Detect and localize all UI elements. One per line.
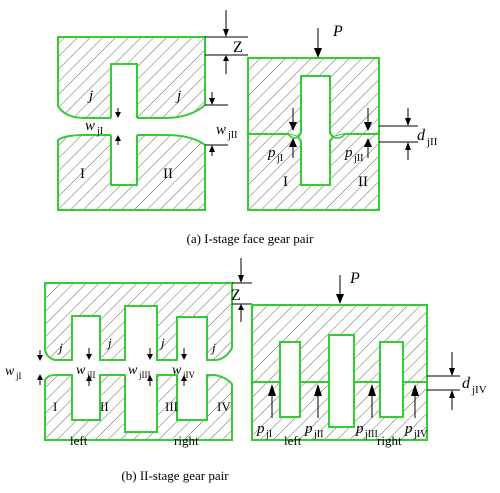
stage2-j3-label: j	[159, 335, 165, 350]
stage2-wjIII-subscript: jIII	[138, 370, 151, 380]
stage1-j-left-label: j	[87, 88, 93, 104]
stage1-pjII-symbol: p	[344, 145, 353, 161]
stage2-right-slot-1	[279, 341, 301, 418]
caption-b: (b) II-stage gear pair	[121, 468, 229, 483]
stage2-wjI-dimension: w jI	[5, 350, 43, 385]
stage2-P-label: P	[349, 270, 360, 287]
stage2-pjIII-symbol: p	[355, 421, 364, 437]
stage2-wjII-subscript: jII	[86, 370, 96, 380]
stage2-left-upper-block	[44, 282, 233, 361]
stage1-wjII-subscript: jII	[227, 130, 237, 141]
stage2-right-left-label: left	[284, 433, 302, 448]
stage2-pjIV-symbol: p	[404, 421, 413, 437]
stage1-right-assembly: P p jI p jII I II	[247, 23, 438, 211]
stage2-II-label: II	[100, 399, 109, 414]
stage2-IV-label: IV	[217, 399, 231, 414]
stage2-right-slot-3	[379, 341, 404, 418]
stage2-pjI-subscript: jI	[265, 429, 272, 440]
stage1-Z-dimension: Z	[205, 10, 248, 74]
stage2-Z-dimension: Z	[231, 258, 252, 322]
stage2-wjIII-symbol: w	[128, 363, 138, 378]
stage2-wjII-symbol: w	[76, 363, 86, 378]
stage2-wjII-dimension: w jII	[76, 348, 96, 386]
stage2-left-label: left	[70, 433, 88, 448]
stage2-j2-label: j	[106, 335, 112, 350]
stage1-djII-symbol: d	[417, 127, 426, 144]
stage2-djIV-dimension: d jIV	[427, 352, 487, 410]
stage1-left-assembly: j j I II w jI w jII	[57, 10, 248, 211]
stage1-P-load-arrow: P	[314, 23, 343, 58]
stage2-left-assembly: j j j j I II III IV left right w jI w jI…	[5, 258, 252, 448]
stage2-djIV-symbol: d	[462, 375, 471, 392]
caption-a: (a) I-stage face gear pair	[186, 231, 314, 246]
stage2-right-assembly: P p jI p jII p jIII p jIV left right	[251, 270, 487, 448]
stage2-pjI-marker: p jI	[256, 384, 276, 440]
stage1-left-mesh-bar	[85, 118, 165, 135]
stage2-I-label: I	[53, 399, 57, 414]
stage1-pjI-marker: p jI	[267, 108, 297, 164]
stage1-Z-label: Z	[233, 39, 243, 56]
stage1-right-II-label: II	[358, 174, 368, 190]
stage2-pjII-symbol: p	[304, 421, 313, 437]
stage2-pjIV-subscript: jIV	[413, 429, 428, 440]
stage1-pjII-marker: p jII	[344, 108, 372, 164]
stage1-wjI-dimension: w jI	[85, 108, 121, 145]
stage2-j1-label: j	[57, 340, 63, 355]
stage2-P-load-arrow: P	[336, 270, 360, 304]
stage2-wjIII-dimension: w jIII	[128, 348, 153, 386]
stage2-wjI-symbol: w	[5, 364, 15, 379]
stage2-left-lower-block	[44, 374, 233, 441]
stage2-III-label: III	[165, 399, 178, 414]
stage1-right-slot	[296, 75, 335, 186]
stage2-pjII-marker: p jII	[304, 384, 323, 440]
stage2-pjIII-marker: p jIII	[355, 384, 378, 440]
stage1-wjII-dimension: w jII	[205, 92, 237, 156]
stage2-pjII-subscript: jII	[313, 429, 323, 440]
stage2-pjI-symbol: p	[256, 421, 265, 437]
stage1-j-right-label: j	[175, 88, 181, 104]
stage1-pjII-subscript: jII	[353, 153, 363, 164]
stage1-P-label: P	[332, 23, 343, 40]
stage1-wjI-symbol: w	[85, 118, 95, 134]
stage1-left-I-label: I	[80, 166, 85, 182]
stage1-left-II-label: II	[163, 166, 173, 182]
stage2-pjIV-marker: p jIV	[404, 384, 428, 440]
stage1-wjII-symbol: w	[216, 122, 226, 138]
stage2-wjIV-subscript: jIV	[182, 370, 195, 380]
stage1-djII-dimension: d jII	[379, 108, 438, 160]
stage1-right-I-label: I	[283, 174, 288, 190]
stage2-right-right-label: right	[377, 433, 402, 448]
stage1-djII-subscript: jII	[426, 136, 438, 148]
stage1-pjI-subscript: jI	[276, 153, 283, 164]
stage2-pjIII-subscript: jIII	[364, 429, 378, 440]
stage2-wjI-subscript: jI	[15, 371, 22, 381]
stage2-wjIV-dimension: w jIV	[172, 348, 195, 386]
stage2-right-label: right	[174, 433, 199, 448]
stage2-j4-label: j	[210, 340, 216, 355]
stage1-pjI-symbol: p	[267, 145, 276, 161]
stage2-djIV-subscript: jIV	[471, 384, 487, 396]
stage2-right-slot-2	[328, 334, 355, 428]
stage2-Z-label: Z	[231, 287, 241, 304]
stage2-wjIV-symbol: w	[172, 363, 182, 378]
stage1-wjI-subscript: jI	[96, 126, 103, 137]
